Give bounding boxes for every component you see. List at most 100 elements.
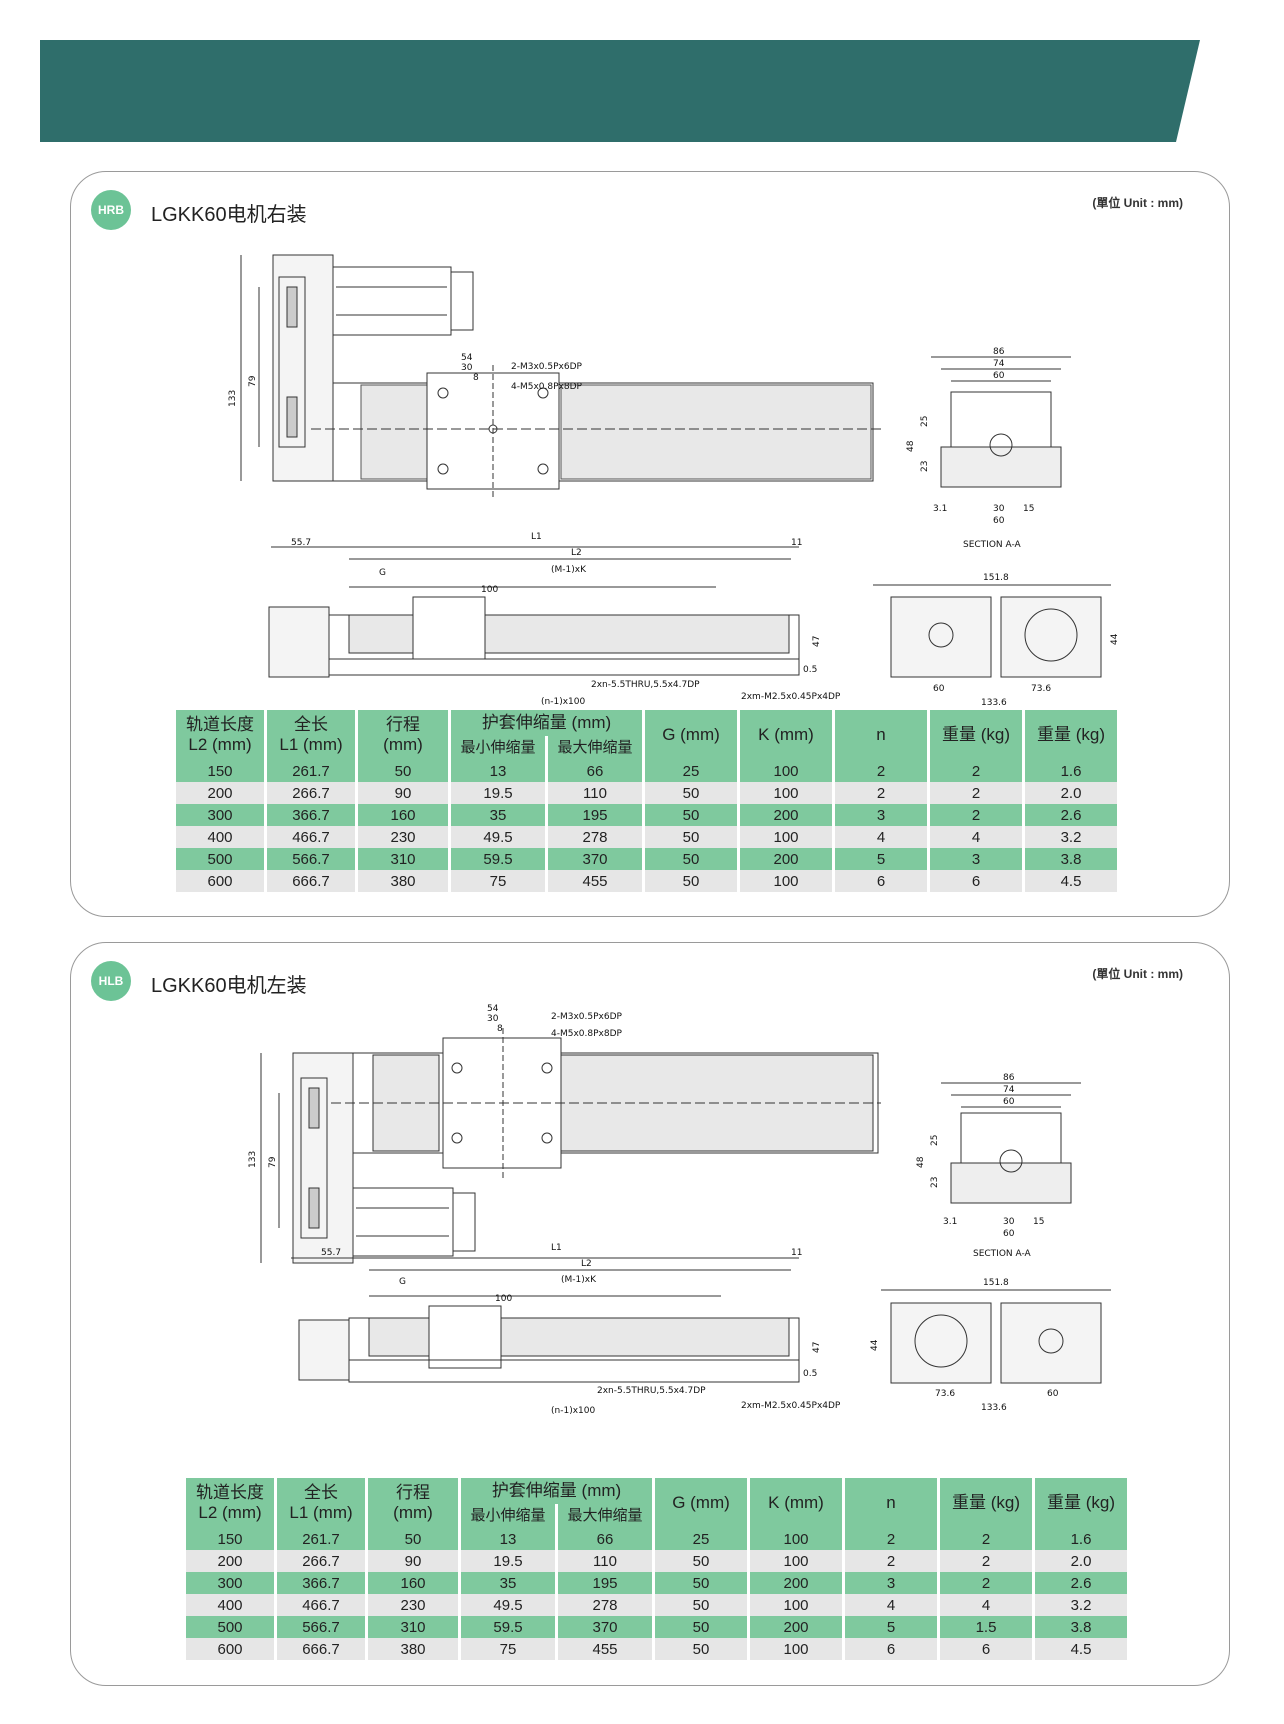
dim-54: 54 xyxy=(487,1004,499,1014)
table-cell: 90 xyxy=(358,782,448,804)
table-cell: 4 xyxy=(835,826,927,848)
table-cell: 500 xyxy=(176,848,264,870)
table-cell: 1.5 xyxy=(940,1616,1032,1638)
dim-60: 60 xyxy=(993,371,1005,381)
col-n: n xyxy=(835,710,927,760)
col-stroke: 行程(mm) xyxy=(368,1478,458,1528)
table-cell: 100 xyxy=(750,1638,842,1660)
table-cell: 2.0 xyxy=(1025,782,1117,804)
table-cell: 4 xyxy=(940,1594,1032,1616)
table-cell: 66 xyxy=(548,760,642,782)
dim-73-6: 73.6 xyxy=(1031,684,1051,694)
table-cell: 50 xyxy=(655,1572,747,1594)
dim-11: 11 xyxy=(791,538,802,548)
table-cell: 3.8 xyxy=(1035,1616,1127,1638)
table-cell: 110 xyxy=(558,1550,652,1572)
table-cell: 50 xyxy=(655,1550,747,1572)
dim-133-6: 133.6 xyxy=(981,698,1007,707)
table-cell: 370 xyxy=(548,848,642,870)
table-cell: 150 xyxy=(186,1528,274,1550)
dim-25: 25 xyxy=(930,1135,940,1146)
dim-60b: 60 xyxy=(1003,1229,1015,1239)
dim-23: 23 xyxy=(920,461,930,472)
dim-L2: L2 xyxy=(571,548,582,558)
dim-79: 79 xyxy=(268,1156,278,1168)
table-cell: 100 xyxy=(740,760,832,782)
table-cell: 278 xyxy=(558,1594,652,1616)
dim-74: 74 xyxy=(1003,1085,1015,1095)
table-cell: 100 xyxy=(740,782,832,804)
dim-133: 133 xyxy=(228,390,238,407)
dim-15b: 15 xyxy=(1023,504,1034,514)
section-label: SECTION A-A xyxy=(973,1249,1032,1259)
section-label: SECTION A-A xyxy=(963,540,1022,550)
dim-23: 23 xyxy=(930,1177,940,1188)
dim-mk: (M-1)xK xyxy=(551,565,587,575)
callout-thru: 2xn-5.5THRU,5.5x4.7DP xyxy=(591,680,700,690)
col-bellows-max: 最大伸缩量 xyxy=(548,736,642,760)
col-g: G (mm) xyxy=(645,710,737,760)
table-cell: 6 xyxy=(940,1638,1032,1660)
table-cell: 75 xyxy=(451,870,545,892)
table-cell: 2 xyxy=(940,1528,1032,1550)
dim-30: 30 xyxy=(487,1014,499,1024)
dim-48: 48 xyxy=(906,440,916,452)
table-cell: 261.7 xyxy=(267,760,355,782)
dim-8: 8 xyxy=(497,1024,503,1034)
table-cell: 6 xyxy=(835,870,927,892)
table-cell: 50 xyxy=(645,826,737,848)
table-cell: 400 xyxy=(186,1594,274,1616)
table-cell: 466.7 xyxy=(277,1594,365,1616)
table-cell: 200 xyxy=(750,1572,842,1594)
col-bellows-min: 最小伸缩量 xyxy=(451,736,545,760)
technical-drawing: 54 30 8 2-M3x0.5Px6DP 4-M5x0.8Px8DP 133 … xyxy=(228,254,1120,707)
table-cell: 5 xyxy=(845,1616,937,1638)
table-cell: 3.2 xyxy=(1025,826,1117,848)
dim-30b: 30 xyxy=(1003,1217,1015,1227)
table-cell: 2 xyxy=(845,1528,937,1550)
table-cell: 2 xyxy=(930,760,1022,782)
table-cell: 50 xyxy=(645,804,737,826)
table-cell: 195 xyxy=(548,804,642,826)
dim-30b: 30 xyxy=(993,504,1005,514)
table-cell: 2 xyxy=(835,782,927,804)
callout-m5: 4-M5x0.8Px8DP xyxy=(511,382,583,392)
col-weight-2: 重量 (kg) xyxy=(1035,1478,1127,1528)
col-bellows-min: 最小伸缩量 xyxy=(461,1504,555,1528)
table-cell: 100 xyxy=(750,1550,842,1572)
table-cell: 25 xyxy=(645,760,737,782)
table-cell: 59.5 xyxy=(461,1616,555,1638)
dim-60: 60 xyxy=(1003,1097,1015,1107)
table-cell: 75 xyxy=(461,1638,555,1660)
dim-11: 11 xyxy=(791,1248,802,1258)
table-cell: 160 xyxy=(368,1572,458,1594)
section-badge: HRB xyxy=(91,190,131,230)
table-cell: 455 xyxy=(548,870,642,892)
callout-m2: 2xm-M2.5x0.45Px4DP xyxy=(741,1401,841,1411)
table-cell: 266.7 xyxy=(267,782,355,804)
table-cell: 195 xyxy=(558,1572,652,1594)
dim-151-8: 151.8 xyxy=(983,1278,1009,1288)
table-cell: 100 xyxy=(740,826,832,848)
dim-44: 44 xyxy=(870,1339,880,1351)
table-cell: 666.7 xyxy=(277,1638,365,1660)
table-cell: 366.7 xyxy=(267,804,355,826)
dim-25: 25 xyxy=(920,416,930,427)
table-cell: 50 xyxy=(655,1616,747,1638)
col-bellows: 护套伸缩量 (mm) xyxy=(451,710,642,736)
table-cell: 300 xyxy=(186,1572,274,1594)
table-cell: 600 xyxy=(176,870,264,892)
dim-133-6: 133.6 xyxy=(981,1403,1007,1413)
